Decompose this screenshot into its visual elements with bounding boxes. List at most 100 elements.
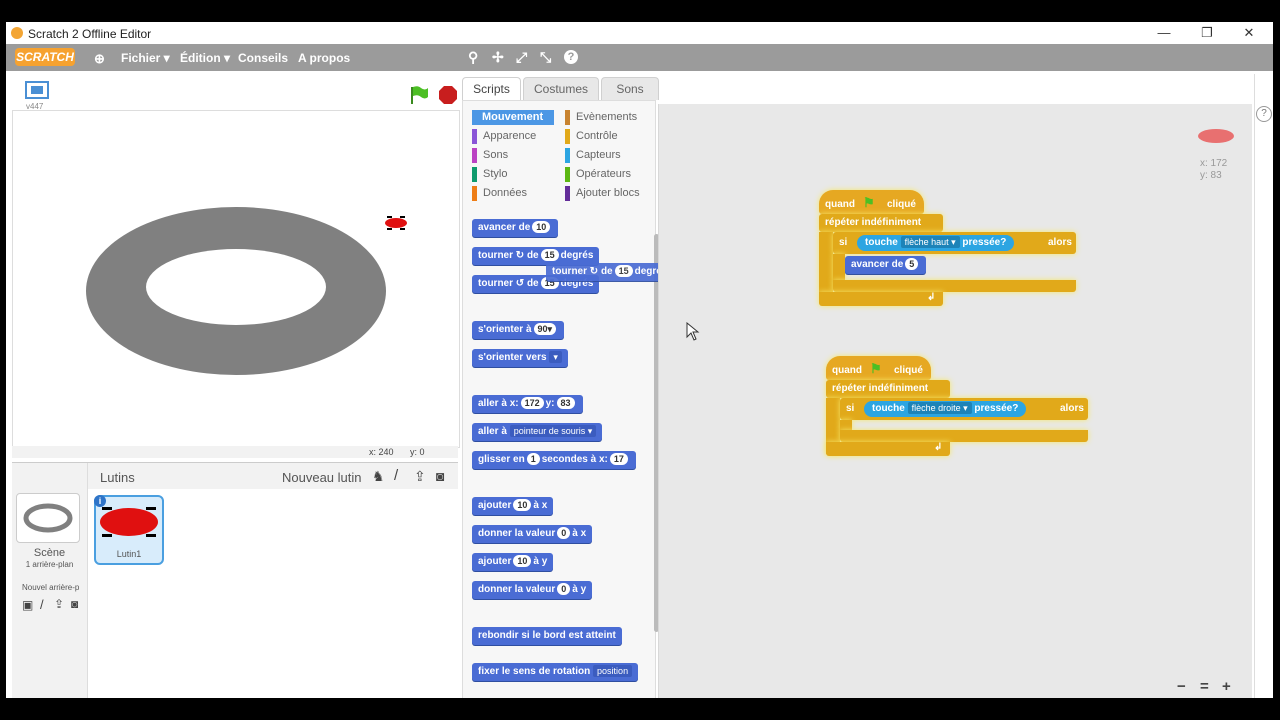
tab-sounds[interactable]: Sons bbox=[601, 77, 659, 100]
category-data[interactable]: Données bbox=[472, 186, 527, 201]
car-sprite[interactable] bbox=[385, 216, 407, 230]
window-title: Scratch 2 Offline Editor bbox=[28, 27, 152, 41]
if-block-1[interactable]: si touche flèche haut ▾ pressée? alors bbox=[833, 232, 1076, 254]
if-block-2[interactable]: si touche flèche droite ▾ pressée? alors bbox=[840, 398, 1088, 420]
sprite-thumbnail[interactable]: i Lutin1 bbox=[94, 495, 164, 565]
camera-backdrop-icon[interactable]: ◙ bbox=[71, 597, 79, 611]
forever-arm-1 bbox=[819, 232, 833, 292]
restore-button[interactable]: ❐ bbox=[1201, 25, 1213, 40]
shrink-icon[interactable]: ⤡ bbox=[540, 49, 552, 65]
forever-arm-2 bbox=[826, 398, 840, 454]
category-sensing[interactable]: Capteurs bbox=[565, 148, 621, 163]
close-button[interactable]: ✕ bbox=[1243, 25, 1255, 40]
palette-scrollbar[interactable] bbox=[654, 234, 659, 632]
zoom-reset-icon[interactable]: = bbox=[1200, 678, 1209, 695]
minimize-button[interactable]: — bbox=[1157, 25, 1171, 40]
category-looks[interactable]: Apparence bbox=[472, 129, 536, 144]
info-icon[interactable]: i bbox=[94, 495, 106, 507]
block-palette: Mouvement Apparence Sons Stylo Données E… bbox=[462, 100, 656, 698]
title-bar: Scratch 2 Offline Editor — ❐ ✕ bbox=[6, 22, 1273, 44]
scene-label: Scène bbox=[33, 547, 66, 559]
paint-sprite-icon[interactable]: / bbox=[394, 467, 399, 484]
if-end-2 bbox=[840, 430, 1088, 442]
zoom-out-icon[interactable]: − bbox=[1177, 678, 1186, 695]
car-thumbnail bbox=[100, 507, 158, 537]
key-pressed-sensor-2: touche flèche droite ▾ pressée? bbox=[864, 401, 1027, 417]
help-icon[interactable]: ? bbox=[564, 50, 578, 64]
green-flag-icon: ⚑ bbox=[870, 361, 882, 376]
sprite-x-position: x: 172 bbox=[1200, 158, 1228, 169]
forever-end-2: ↲ bbox=[826, 442, 950, 456]
sprite-preview-icon bbox=[1198, 129, 1234, 143]
scratch-app-icon bbox=[11, 27, 23, 39]
app-window: Scratch 2 Offline Editor — ❐ ✕ SCRATCH ⊕… bbox=[6, 22, 1273, 698]
upload-backdrop-icon[interactable]: ⇪ bbox=[54, 597, 65, 611]
sprite-name: Lutin1 bbox=[116, 549, 142, 559]
block-goto[interactable]: aller à pointeur de souris ▾ bbox=[472, 423, 603, 441]
if-end-1 bbox=[833, 280, 1076, 292]
block-point-towards[interactable]: s'orienter vers ▾ bbox=[472, 349, 568, 367]
forever-block-1[interactable]: répéter indéfiniment bbox=[819, 214, 943, 232]
green-flag-icon[interactable] bbox=[408, 84, 430, 106]
language-globe-icon[interactable]: ⊕ bbox=[94, 51, 105, 66]
zoom-in-icon[interactable]: + bbox=[1222, 678, 1231, 695]
backdrop-library-icon[interactable]: ▣ bbox=[22, 598, 34, 612]
scene-thumbnail[interactable] bbox=[16, 493, 80, 543]
sprites-header: Lutins Nouveau lutin ♞ / ⇪ ◙ bbox=[88, 463, 458, 489]
mouse-cursor-icon bbox=[686, 322, 700, 341]
scripts-area[interactable]: x: 172 y: 83 quand ⚑ cliqué répéter indé… bbox=[658, 104, 1252, 698]
menu-about[interactable]: A propos bbox=[298, 51, 351, 65]
block-bounce[interactable]: rebondir si le bord est atteint bbox=[472, 627, 622, 645]
scene-column: Scène 1 arrière-plan Nouvel arrière-p ▣ … bbox=[12, 463, 88, 698]
category-motion[interactable]: Mouvement bbox=[472, 110, 554, 125]
if-arm-2 bbox=[840, 420, 852, 430]
menu-bar: SCRATCH ⊕ Fichier ▾ Édition ▾ Conseils A… bbox=[6, 44, 1273, 71]
sprites-panel: Scène 1 arrière-plan Nouvel arrière-p ▣ … bbox=[12, 462, 458, 698]
cut-icon[interactable]: ✢ bbox=[492, 49, 504, 65]
camera-sprite-icon[interactable]: ◙ bbox=[436, 468, 445, 484]
category-pen[interactable]: Stylo bbox=[472, 167, 507, 182]
sprites-title: Lutins bbox=[100, 470, 135, 485]
block-rotation-style[interactable]: fixer le sens de rotation position bbox=[472, 663, 639, 681]
menu-tips[interactable]: Conseils bbox=[238, 51, 289, 65]
menu-file[interactable]: Fichier ▾ bbox=[121, 51, 170, 65]
scene-backdrop-count: 1 arrière-plan bbox=[25, 560, 74, 569]
if-arm-1 bbox=[833, 254, 845, 280]
tab-scripts[interactable]: Scripts bbox=[462, 77, 521, 100]
category-operators[interactable]: Opérateurs bbox=[565, 167, 631, 182]
editor-tabs: Scripts Costumes Sons bbox=[462, 74, 662, 100]
when-flag-clicked-hat-2[interactable]: quand ⚑ cliqué bbox=[826, 356, 931, 380]
tab-costumes[interactable]: Costumes bbox=[523, 77, 599, 100]
grow-icon[interactable]: ⤢ bbox=[516, 49, 528, 65]
key-pressed-sensor-1: touche flèche haut ▾ pressée? bbox=[857, 235, 1015, 251]
category-more-blocks[interactable]: Ajouter blocs bbox=[565, 186, 640, 201]
forever-block-2[interactable]: répéter indéfiniment bbox=[826, 380, 950, 398]
category-events[interactable]: Evènements bbox=[565, 110, 637, 125]
mouse-x: x: 240 bbox=[369, 447, 394, 457]
scratch-logo[interactable]: SCRATCH bbox=[15, 48, 75, 66]
paint-backdrop-icon[interactable]: / bbox=[40, 597, 44, 612]
upload-sprite-icon[interactable]: ⇪ bbox=[414, 468, 426, 484]
when-flag-clicked-hat-1[interactable]: quand ⚑ cliqué bbox=[819, 190, 924, 214]
sprite-library-icon[interactable]: ♞ bbox=[372, 468, 385, 484]
menu-edit[interactable]: Édition ▾ bbox=[180, 51, 231, 65]
stage-drawing bbox=[86, 207, 407, 375]
category-control[interactable]: Contrôle bbox=[565, 129, 618, 144]
help-icon[interactable]: ? bbox=[1256, 106, 1272, 122]
fullscreen-icon[interactable] bbox=[24, 80, 50, 100]
duplicate-icon[interactable]: ⚲ bbox=[468, 49, 479, 65]
stop-icon[interactable] bbox=[438, 85, 458, 105]
stage-canvas[interactable] bbox=[12, 110, 460, 448]
category-sound[interactable]: Sons bbox=[472, 148, 508, 163]
